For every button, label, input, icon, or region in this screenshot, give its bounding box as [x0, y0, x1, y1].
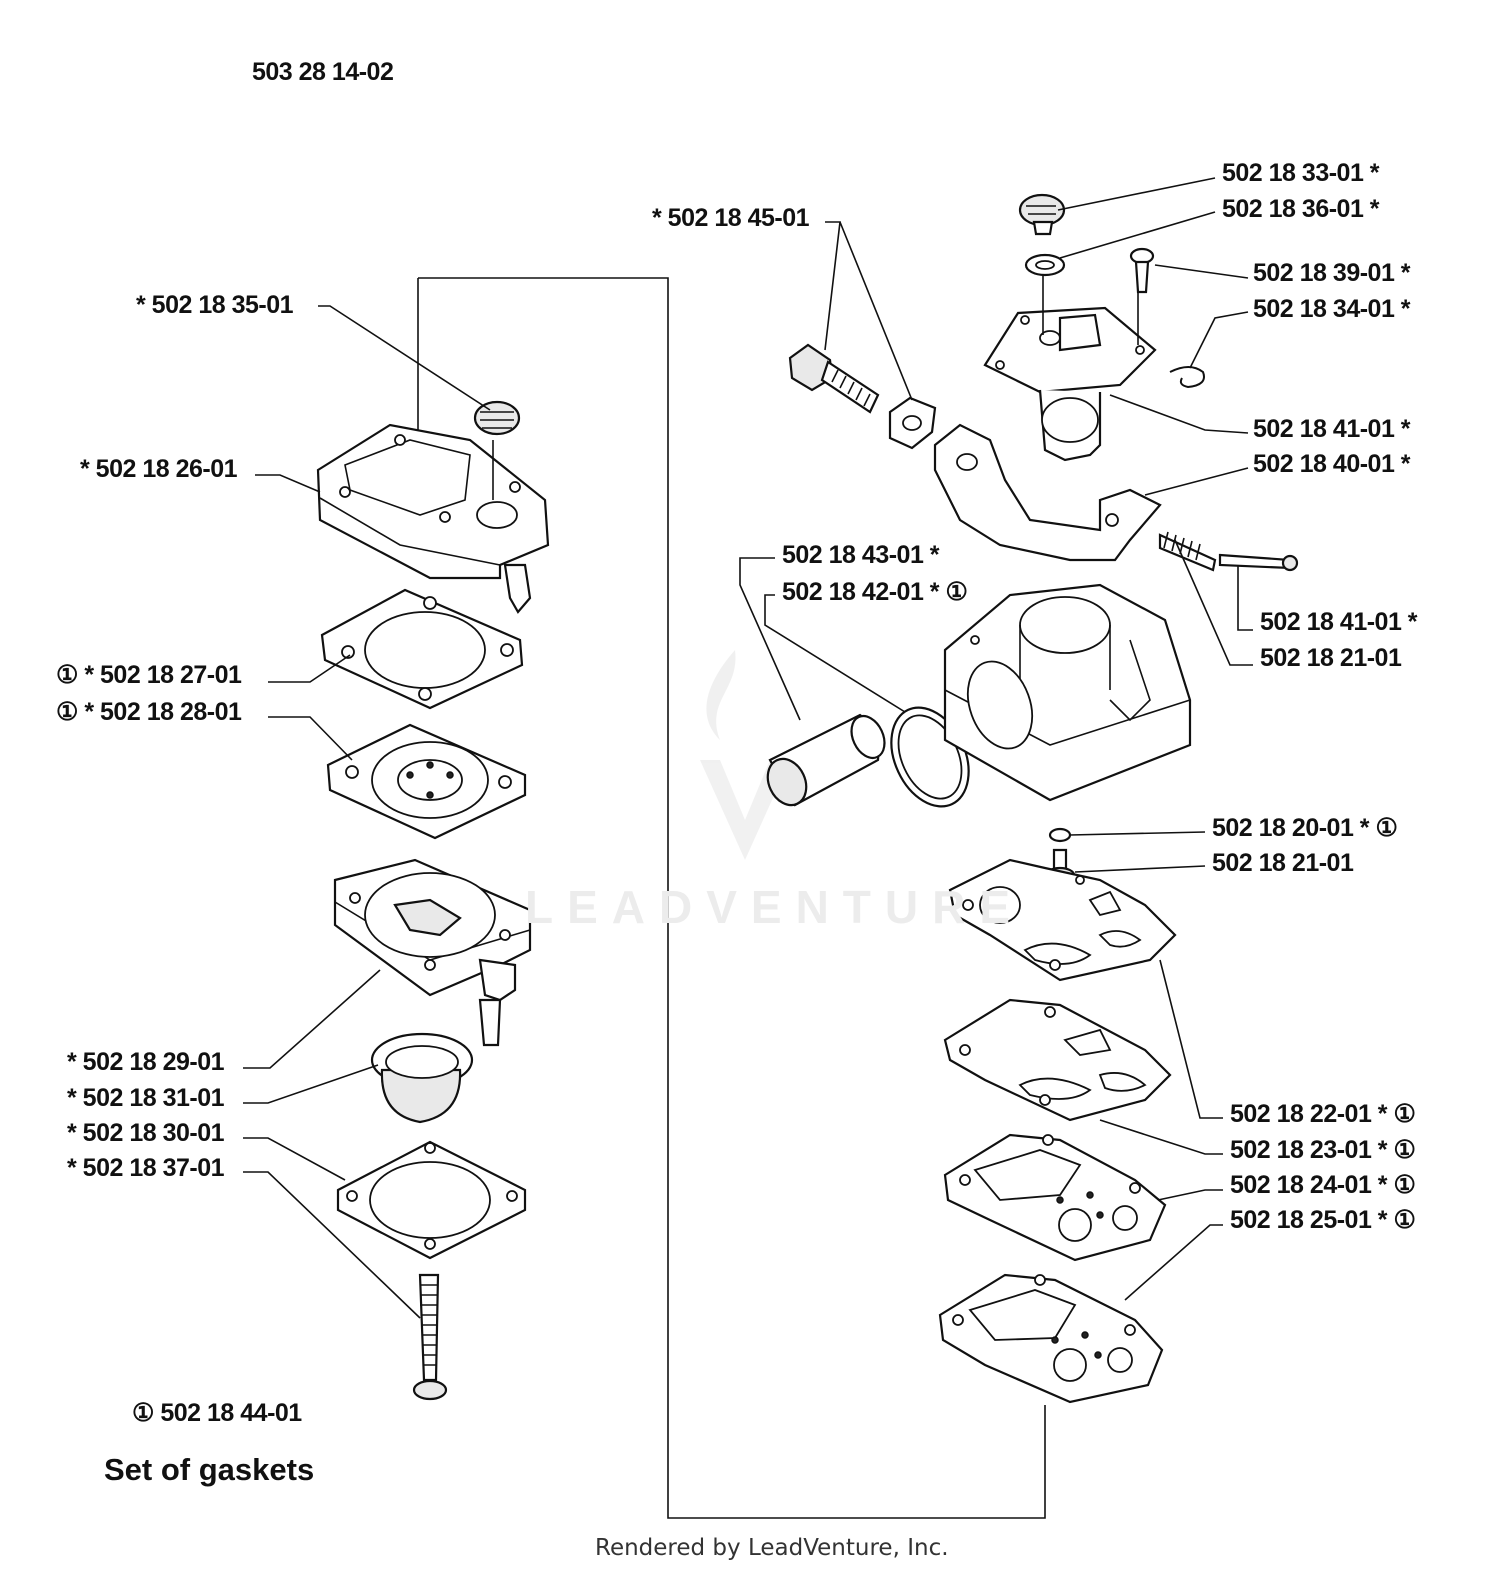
- part-label[interactable]: 502 18 34-01 *: [1253, 295, 1411, 323]
- part-label[interactable]: * 502 18 26-01: [80, 455, 238, 483]
- footer-credit: Rendered by LeadVenture, Inc.: [595, 1535, 949, 1561]
- part-washer-20: [1048, 827, 1072, 843]
- watermark-text: LEADVENTURE: [525, 881, 1025, 933]
- part-label[interactable]: 502 18 36-01 *: [1222, 195, 1380, 223]
- part-label[interactable]: 502 18 23-01 * ①: [1230, 1136, 1416, 1164]
- part-gasket-27: [320, 588, 524, 710]
- assembly-number: 503 28 14-02: [252, 58, 394, 86]
- part-label[interactable]: * 502 18 30-01: [67, 1119, 225, 1147]
- part-label[interactable]: ① * 502 18 27-01: [56, 661, 242, 689]
- part-filter-43: [766, 713, 886, 807]
- part-knurled-cap: [473, 400, 521, 436]
- part-label[interactable]: 502 18 40-01 *: [1253, 450, 1411, 478]
- part-label[interactable]: * 502 18 45-01: [652, 204, 810, 232]
- part-clip-34: [1169, 366, 1205, 389]
- gasket-set-caption: Set of gaskets: [104, 1452, 315, 1487]
- part-label[interactable]: 502 18 41-01 *: [1253, 415, 1411, 443]
- part-label[interactable]: * 502 18 35-01: [136, 291, 294, 319]
- part-carburetor-cover: [316, 423, 550, 614]
- gasket-set-bracket: [418, 277, 1046, 1519]
- gasket-set-number[interactable]: ① 502 18 44-01: [132, 1399, 302, 1427]
- part-long-screw: [412, 1273, 448, 1401]
- part-label[interactable]: 502 18 25-01 * ①: [1230, 1206, 1416, 1234]
- part-label[interactable]: * 502 18 37-01: [67, 1154, 225, 1182]
- part-label[interactable]: 502 18 39-01 *: [1253, 259, 1411, 287]
- part-label[interactable]: 502 18 20-01 * ①: [1212, 814, 1398, 842]
- part-label[interactable]: * 502 18 29-01: [67, 1048, 225, 1076]
- watermark-logo-icon: [700, 650, 790, 860]
- part-diaphragm-28: [326, 723, 527, 840]
- part-primer-bulb: [370, 1032, 474, 1124]
- part-label[interactable]: 502 18 33-01 *: [1222, 159, 1380, 187]
- part-label[interactable]: ① * 502 18 28-01: [56, 698, 242, 726]
- part-adjust-screw-45: [788, 343, 937, 450]
- part-gasket-23: [943, 998, 1172, 1122]
- part-label[interactable]: 502 18 24-01 * ①: [1230, 1171, 1416, 1199]
- part-screw-cap-33: [1018, 193, 1066, 236]
- part-bulb-cover: [336, 1140, 527, 1260]
- part-label[interactable]: * 502 18 31-01: [67, 1084, 225, 1112]
- part-label[interactable]: 502 18 21-01: [1212, 849, 1354, 877]
- leader-lines: [243, 177, 1253, 1319]
- part-label[interactable]: 502 18 22-01 * ①: [1230, 1100, 1416, 1128]
- part-top-housing-41: [983, 306, 1157, 462]
- part-label[interactable]: 502 18 21-01: [1260, 644, 1402, 672]
- part-carburetor-body: [943, 583, 1192, 802]
- part-label[interactable]: 502 18 43-01 *: [782, 541, 940, 569]
- part-gasket-24: [943, 1133, 1167, 1262]
- part-small-screw-39: [1129, 247, 1155, 294]
- part-pump-body: [333, 858, 532, 1047]
- part-lever-bracket-40: [933, 423, 1299, 572]
- part-label[interactable]: 502 18 42-01 * ①: [782, 578, 968, 606]
- part-gasket-25: [938, 1273, 1164, 1404]
- part-label[interactable]: 502 18 41-01 *: [1260, 608, 1418, 636]
- part-gasket-22: [948, 858, 1177, 982]
